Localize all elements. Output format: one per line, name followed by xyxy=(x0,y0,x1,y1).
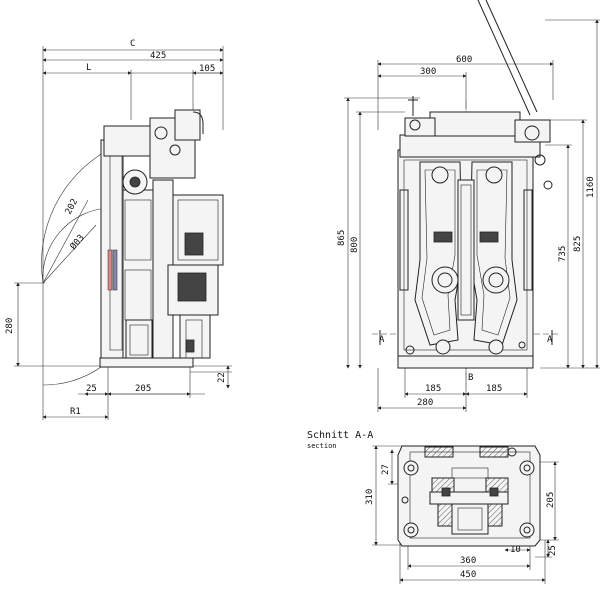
dim-865: 865 xyxy=(337,230,347,246)
dim-280-front: 280 xyxy=(417,398,433,408)
dim-205: 205 xyxy=(135,384,151,394)
dim-105: 105 xyxy=(199,64,215,74)
dim-425: 425 xyxy=(150,51,166,61)
section-mark-right: A xyxy=(547,335,553,345)
dim-360: 360 xyxy=(460,556,476,566)
dim-300: 300 xyxy=(420,67,436,77)
dim-735: 735 xyxy=(558,246,568,262)
dim-800: 800 xyxy=(350,237,360,253)
dim-1160: 1160 xyxy=(586,176,596,198)
section-mark-left: A xyxy=(379,335,385,345)
dim-185-left: 185 xyxy=(425,384,441,394)
dim-310: 310 xyxy=(365,489,375,505)
dim-R1: R1 xyxy=(70,407,81,417)
dim-22: 22 xyxy=(217,372,227,383)
dim-L: L xyxy=(86,63,91,73)
section-subtitle: section xyxy=(307,442,337,450)
dim-27: 27 xyxy=(381,464,391,475)
section-view: Schnitt A-A section xyxy=(307,430,559,584)
dim-825: 825 xyxy=(573,236,583,252)
dim-25: 25 xyxy=(86,384,97,394)
dim-450: 450 xyxy=(460,570,476,580)
side-view: C 425 L 105 202 Ø03 280 22 25 205 R1 xyxy=(5,39,232,420)
dim-202: 202 xyxy=(64,197,80,216)
dim-C: C xyxy=(130,39,135,49)
section-title: Schnitt A-A xyxy=(307,430,373,441)
front-view: 300 600 865 800 1160 825 735 185 185 B 2… xyxy=(337,0,600,412)
dim-25-section: 25 xyxy=(548,545,558,556)
dim-03: Ø03 xyxy=(68,232,87,252)
dim-205-section: 205 xyxy=(546,492,556,508)
dim-280: 280 xyxy=(5,318,15,334)
dim-185-right: 185 xyxy=(486,384,502,394)
dim-10: 10 xyxy=(510,545,521,555)
dim-B: B xyxy=(468,373,473,383)
dim-600: 600 xyxy=(456,55,472,65)
